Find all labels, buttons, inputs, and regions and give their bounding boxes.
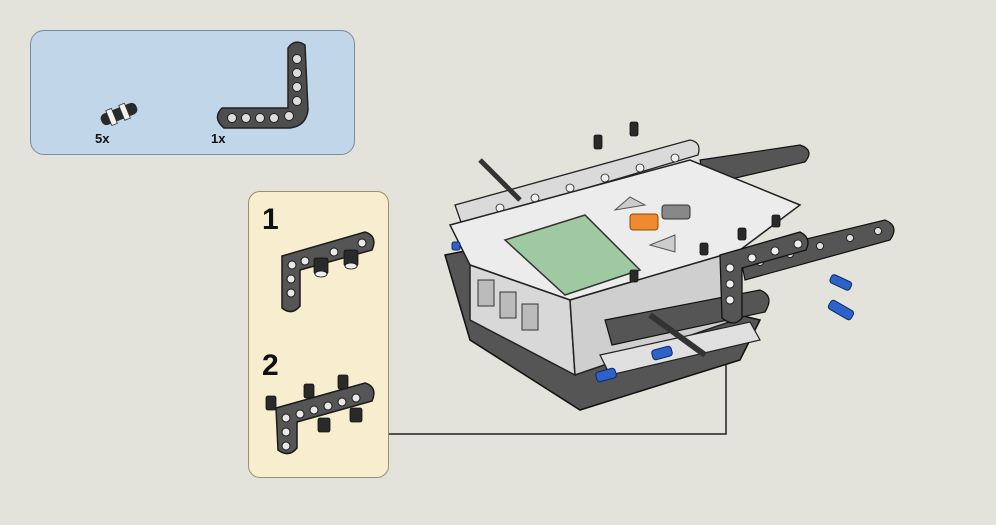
substep-number-1: 1 (262, 203, 279, 236)
beam-qty: 1x (211, 131, 226, 146)
substep-number-2: 2 (262, 349, 279, 382)
substep-2-beam-icon (265, 374, 375, 455)
callout-arrow (389, 350, 727, 435)
substep-1-beam-icon (281, 231, 375, 313)
peg-qty: 5x (95, 131, 110, 146)
connector-peg-icon (100, 102, 138, 127)
nxt-screen (503, 214, 642, 296)
orange-button (629, 213, 659, 231)
nxt-brick-assembly-icon (444, 121, 895, 411)
angled-beam-icon (216, 41, 309, 129)
